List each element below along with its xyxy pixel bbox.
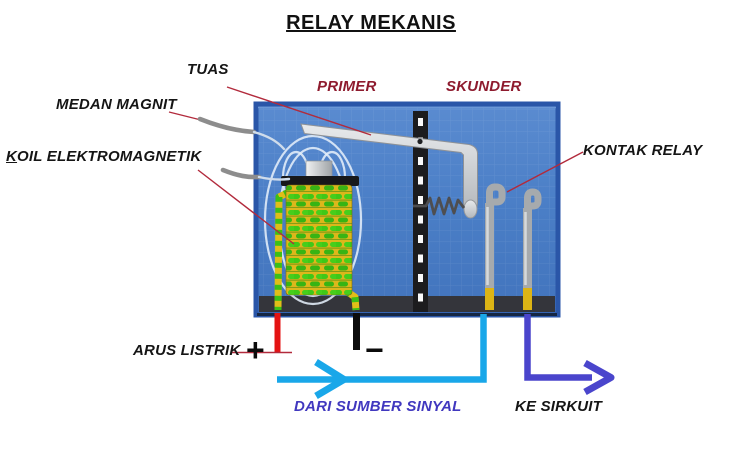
relay-contact-1 [485,183,506,310]
coil-windings [285,184,353,296]
relay-contact-2 [523,188,542,310]
label-dari-sumber-sinyal: DARI SUMBER SINYAL [294,398,462,415]
koil-leader-line [197,169,295,245]
armature-foot [463,199,478,219]
lever-armature [300,123,478,219]
label-arus-listrik: ARUS LISTRIK [133,342,241,359]
label-tuas: TUAS [187,61,229,78]
label-skunder: SKUNDER [446,78,522,95]
label-medan-magnit: MEDAN MAGNIT [56,96,177,113]
pointer-curves [197,116,291,181]
tuas-leader-line [226,86,372,136]
coil-cap [281,176,359,186]
pivot-post [413,111,428,312]
minus-sign: − [365,332,384,368]
leader-lines [168,86,584,354]
plus-sign: + [246,332,265,368]
koil-initial: K [6,148,18,165]
box-floor [259,296,555,312]
label-kontak-relay: KONTAK RELAY [583,142,703,159]
output-arrow [524,314,615,396]
spring [413,196,466,216]
koil-rest: OIL ELEKTROMAGNETIK [17,148,202,165]
page-title: RELAY MEKANIS [286,12,456,34]
kontak-leader-line [506,151,584,193]
label-primer: PRIMER [317,78,377,95]
electromagnet-coil [281,160,359,296]
label-ke-sirkuit: KE SIRKUIT [515,398,603,415]
signal-input-arrow [277,314,487,400]
label-koil-elektromagnetik: KOIL ELEKTROMAGNETIK [6,148,201,165]
pivot-point [417,138,423,145]
